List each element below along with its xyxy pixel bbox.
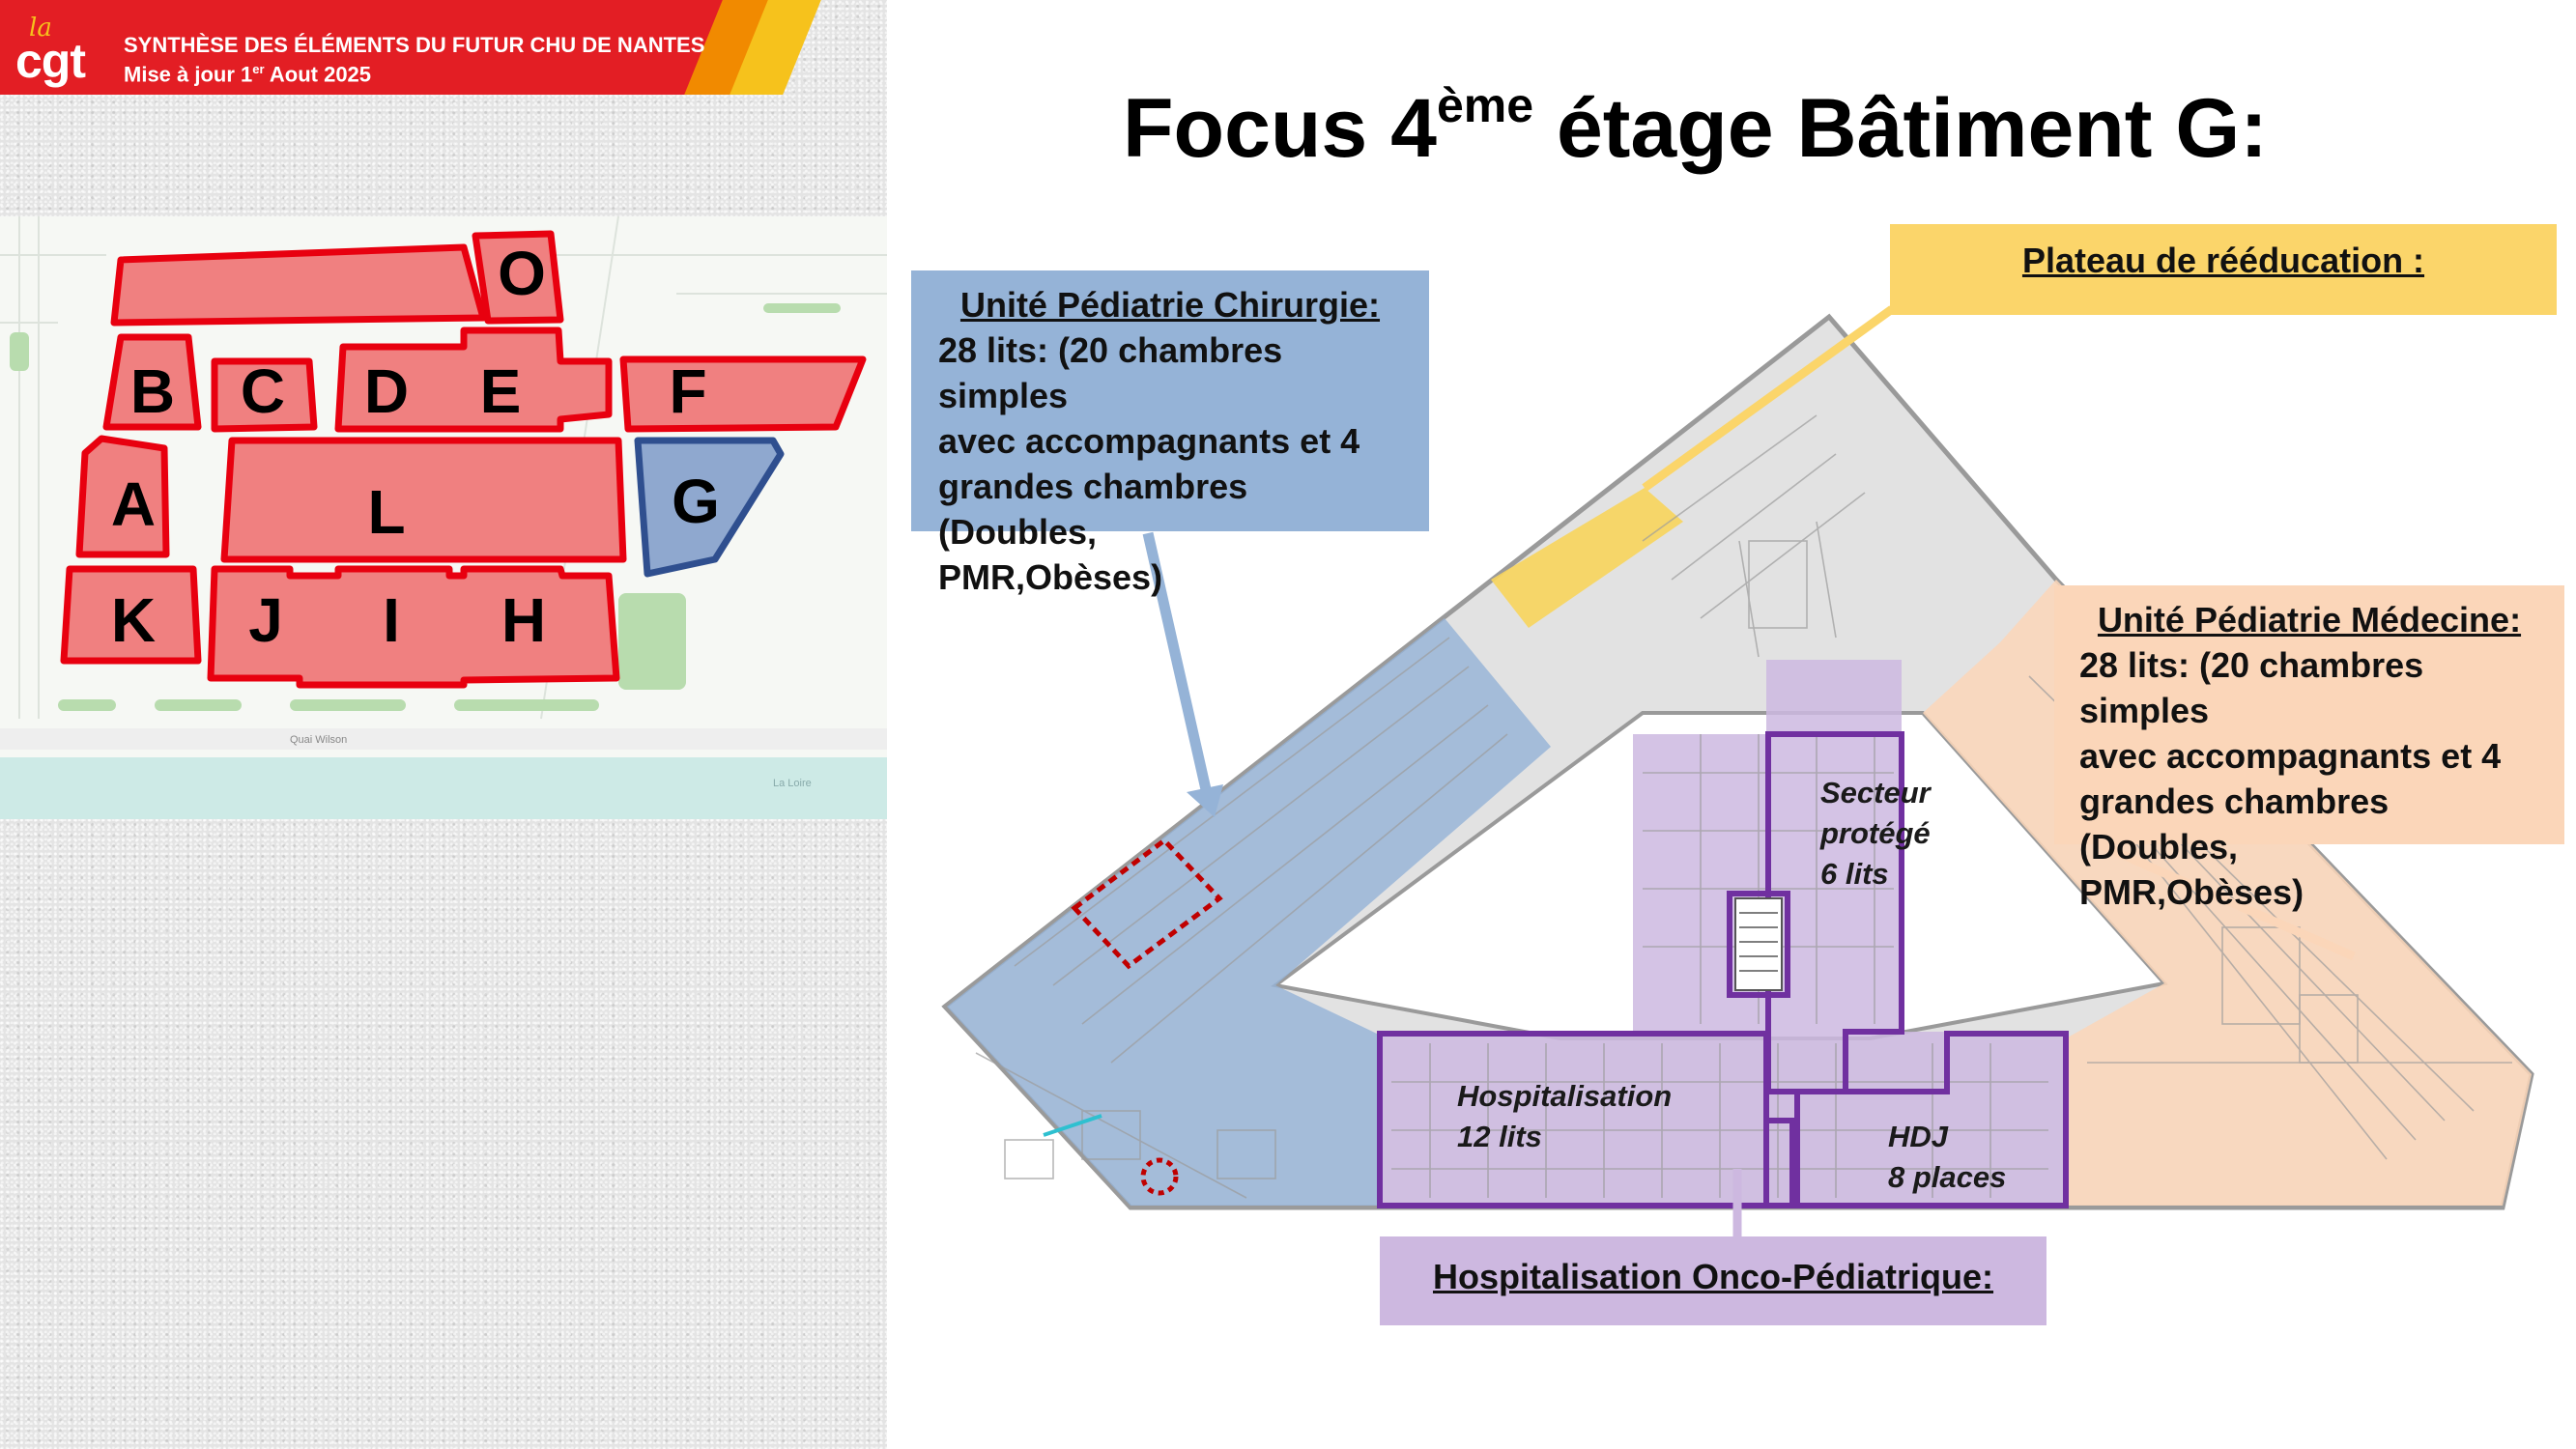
zone-label-hospitalisation: Hospitalisation 12 lits <box>1457 1076 1672 1157</box>
building-label-a: A <box>111 469 156 539</box>
zone-label-hospitalisation-line-1: Hospitalisation <box>1457 1079 1673 1113</box>
callout-chirurgie-line-3: grandes chambres (Doubles, <box>938 467 1248 552</box>
building-left-top <box>110 243 487 327</box>
update-sup: er <box>252 62 265 76</box>
river <box>0 757 887 819</box>
river-label: La Loire <box>773 778 812 789</box>
building-k <box>60 565 202 665</box>
callout-chirurgie-line-4: PMR,Obèses) <box>938 557 1163 597</box>
onco-outlines <box>1377 731 2069 1208</box>
callout-medecine-line-4: PMR,Obèses) <box>2079 872 2304 912</box>
callout-medecine-line-3: grandes chambres (Doubles, <box>2079 781 2390 867</box>
zone-chirurgie <box>947 618 1551 1206</box>
zone-reeducation <box>1491 488 1683 628</box>
callout-medecine: Unité Pédiatrie Médecine: 28 lits: (20 c… <box>2054 585 2564 912</box>
zone-label-hdj: HDJ 8 places <box>1888 1117 2006 1198</box>
building-label-o: O <box>498 239 546 308</box>
building-label-e: E <box>480 356 522 426</box>
building-label-d: D <box>364 356 409 426</box>
building-label-k: K <box>111 585 156 655</box>
callout-medecine-line-2: avec accompagnants et 4 <box>2079 736 2502 776</box>
street-label: Quai Wilson <box>290 734 347 746</box>
logo-la: la <box>29 14 52 43</box>
callout-chirurgie-title: Unité Pédiatrie Chirurgie: <box>959 285 1381 325</box>
building-f <box>619 355 867 433</box>
zone-label-hdj-line-2: 8 places <box>1888 1160 2007 1194</box>
zone-label-secteur-line-3: 6 lits <box>1820 857 1889 891</box>
stair-core <box>1734 897 1783 991</box>
callout-onco-title: Hospitalisation Onco-Pédiatrique: <box>1432 1257 1994 1296</box>
callout-medecine-title: Unité Pédiatrie Médecine: <box>2097 600 2522 639</box>
building-label-j: J <box>248 585 283 655</box>
connector-medecine <box>2097 839 2356 961</box>
callout-chirurgie: Unité Pédiatrie Chirurgie: 28 lits: (20 … <box>911 270 1429 597</box>
zone-label-secteur-line-2: protégé <box>1820 816 1931 850</box>
connector-chirurgie-arrowhead <box>1187 784 1223 817</box>
building-de <box>334 327 613 433</box>
page-title: Focus 4ème étage Bâtiment G: <box>1123 78 2268 177</box>
update-prefix: Mise à jour 1 <box>124 62 253 87</box>
callout-reeducation-title: Plateau de rééducation : <box>2021 241 2425 280</box>
building-o <box>472 230 564 325</box>
page-title-sup: ème <box>1436 78 1534 132</box>
header-banner <box>0 0 754 95</box>
building-label-f: F <box>669 356 706 426</box>
building-l <box>220 437 627 563</box>
callout-onco: Hospitalisation Onco-Pédiatrique: <box>1380 1236 2046 1325</box>
building-label-l: L <box>367 477 405 547</box>
page-title-prefix: Focus 4 <box>1123 82 1437 175</box>
building-label-b: B <box>130 356 175 426</box>
callout-chirurgie-line-1: 28 lits: (20 chambres simples <box>938 330 1283 415</box>
site-map: La Loire Quai Wilson O <box>0 216 887 819</box>
zone-label-hdj-line-1: HDJ <box>1888 1120 1949 1153</box>
buildings-layer <box>60 230 867 689</box>
building-label-h: H <box>501 585 546 655</box>
banner-update-date: Mise à jour 1er Aout 2025 <box>124 62 371 87</box>
building-label-g: G <box>672 467 720 536</box>
street <box>0 728 887 750</box>
building-jih <box>207 565 620 689</box>
building-g <box>634 437 785 578</box>
building-c <box>211 357 318 433</box>
building-labels: O B C D E F A L G K J I H <box>111 239 720 655</box>
zone-label-secteur: Secteur protégé 6 lits <box>1820 773 1931 895</box>
building-label-c: C <box>241 356 285 426</box>
connector-chirurgie <box>1142 531 1214 800</box>
building-b <box>102 333 202 431</box>
callout-reeducation: Plateau de rééducation : <box>1890 224 2557 315</box>
zone-onco <box>1380 660 2066 1206</box>
marked-area-dashed <box>1071 837 1223 970</box>
building-label-i: I <box>383 585 400 655</box>
banner-title: SYNTHÈSE DES ÉLÉMENTS DU FUTUR CHU DE NA… <box>124 33 705 57</box>
connector-reeducation <box>1642 305 1895 492</box>
zone-label-secteur-line-1: Secteur <box>1820 776 1931 810</box>
callout-medecine-line-1: 28 lits: (20 chambres simples <box>2079 645 2424 730</box>
building-a <box>75 435 170 558</box>
cyan-mark <box>1043 1114 1102 1137</box>
callout-chirurgie-line-2: avec accompagnants et 4 <box>938 421 1360 461</box>
marked-circle-dashed <box>1140 1157 1179 1196</box>
page-title-suffix: étage Bâtiment G: <box>1533 82 2268 175</box>
update-suffix: Aout 2025 <box>264 62 372 87</box>
zone-label-hospitalisation-line-2: 12 lits <box>1457 1120 1542 1153</box>
logo-cgt: cgt <box>15 34 86 88</box>
street-grid <box>0 216 887 720</box>
